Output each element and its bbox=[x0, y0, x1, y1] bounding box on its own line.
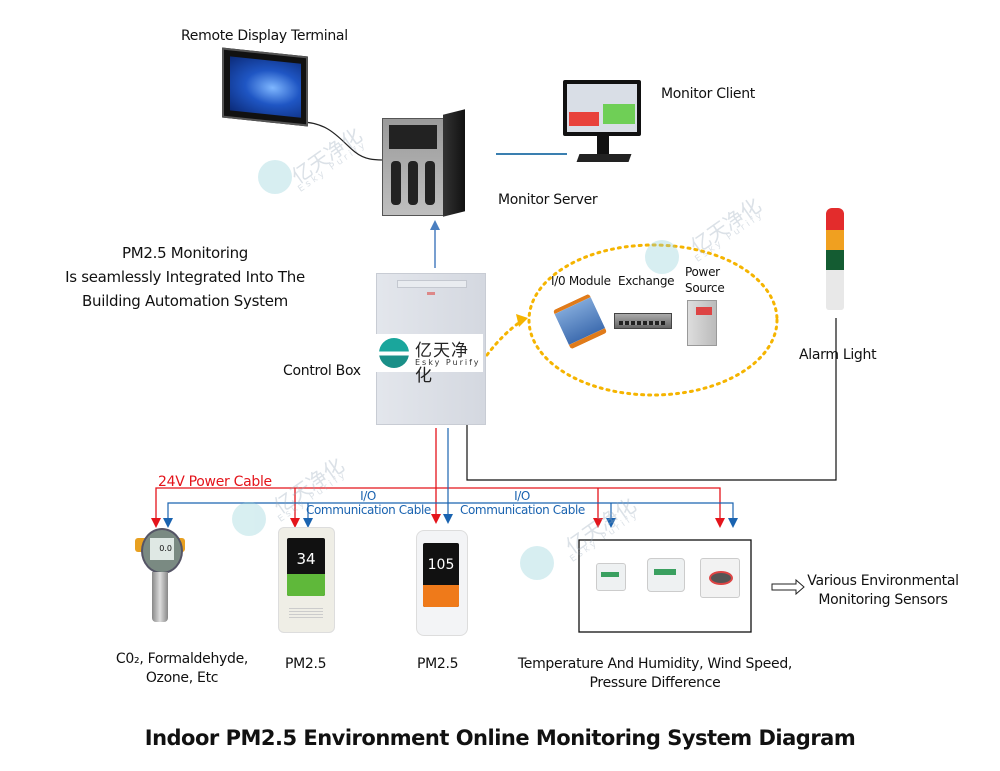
power-cable-main bbox=[155, 487, 721, 522]
io-cable-label-left-2: Communication Cable bbox=[306, 503, 431, 517]
control-box-indicator bbox=[427, 292, 435, 295]
exchange-label: Exchange bbox=[618, 274, 675, 288]
gas-detector-label: C0₂, Formaldehyde, Ozone, Etc bbox=[112, 650, 252, 688]
env-sensor-wind-speed[interactable] bbox=[647, 558, 685, 592]
pm25-sensor-a[interactable]: 34 bbox=[278, 527, 335, 633]
control-box-lid bbox=[397, 280, 467, 288]
io-arrowheads bbox=[163, 514, 738, 528]
network-switch[interactable] bbox=[614, 313, 672, 329]
pm25-sensor-b-label: PM2.5 bbox=[417, 656, 459, 672]
power-source-label: Power Source bbox=[685, 264, 725, 296]
intro-line-1: PM2.5 Monitoring bbox=[121, 244, 249, 262]
alarm-light-link bbox=[466, 318, 837, 481]
remote-display-screen bbox=[230, 56, 301, 118]
control-box[interactable]: 亿天净化 Esky Purify bbox=[375, 273, 486, 425]
env-sensors-label-1: Temperature And Humidity, Wind Speed, bbox=[517, 656, 793, 672]
alarm-light[interactable] bbox=[826, 208, 844, 310]
gas-detector-label-2: Ozone, Etc bbox=[145, 670, 219, 686]
env-sensor-pressure-diff[interactable] bbox=[700, 558, 740, 598]
brand-logo: 亿天净化 Esky Purify bbox=[375, 334, 483, 386]
pm25-sensor-b[interactable]: 105 bbox=[416, 530, 468, 636]
monitor-client-stand bbox=[597, 136, 609, 154]
io-cable-label-left-1: I/O bbox=[360, 489, 376, 503]
brand-name-en: Esky Purify bbox=[415, 358, 481, 367]
alarm-light-green bbox=[826, 250, 844, 270]
io-cable-label-right: I/O Communication Cable bbox=[460, 489, 585, 517]
power-source-label-1: Power bbox=[685, 265, 720, 279]
alarm-light-label: Alarm Light bbox=[799, 347, 877, 363]
alarm-light-base bbox=[826, 270, 844, 310]
pm25-sensor-a-reading: 34 bbox=[296, 550, 316, 568]
alarm-light-red bbox=[826, 208, 844, 230]
control-box-label: Control Box bbox=[283, 363, 361, 379]
monitor-client-screen bbox=[567, 84, 637, 132]
box-server-arrowhead bbox=[430, 220, 440, 230]
intro-text: PM2.5 Monitoring Is seamlessly Integrate… bbox=[55, 241, 315, 313]
intro-line-3: Building Automation System bbox=[82, 292, 288, 310]
env-sensors-label-2: Pressure Difference bbox=[589, 675, 721, 691]
remote-display-label: Remote Display Terminal bbox=[181, 28, 348, 44]
pm25-sensor-b-reading: 105 bbox=[427, 557, 455, 573]
io-cable-main bbox=[167, 502, 734, 522]
server-slot bbox=[391, 161, 401, 205]
intro-line-2: Is seamlessly Integrated Into The bbox=[65, 268, 305, 286]
server-drive-bay bbox=[389, 125, 437, 149]
io-cable-label-right-2: Communication Cable bbox=[460, 503, 585, 517]
gas-detector[interactable]: 0.0 bbox=[135, 528, 185, 628]
monitor-server-label: Monitor Server bbox=[498, 192, 598, 208]
gas-detector-label-1: C0₂, Formaldehyde, bbox=[115, 651, 249, 667]
hollow-arrow-icon bbox=[771, 578, 805, 596]
alarm-light-amber bbox=[826, 230, 844, 250]
remote-display-terminal[interactable] bbox=[222, 47, 308, 127]
component-group-outline bbox=[527, 243, 779, 397]
brand-logo-icon bbox=[379, 338, 409, 368]
various-sensors-label-2: Monitoring Sensors bbox=[818, 592, 948, 608]
various-sensors-label-1: Various Environmental bbox=[807, 573, 959, 589]
brand-name-cn: 亿天净化 bbox=[415, 341, 469, 386]
power-source-label-2: Source bbox=[685, 281, 725, 295]
monitor-client-base bbox=[576, 154, 632, 162]
env-sensors-label: Temperature And Humidity, Wind Speed, Pr… bbox=[505, 655, 805, 693]
diagram-title: Indoor PM2.5 Environment Online Monitori… bbox=[144, 726, 856, 750]
monitor-server[interactable] bbox=[382, 118, 444, 216]
pm25-sensor-a-label: PM2.5 bbox=[285, 656, 327, 672]
io-cable-label-right-1: I/O bbox=[514, 489, 530, 503]
gas-detector-reading: 0.0 bbox=[150, 538, 174, 560]
env-sensors-frame bbox=[578, 539, 752, 633]
component-group-arrowhead bbox=[516, 314, 528, 327]
monitor-client-label: Monitor Client bbox=[661, 86, 755, 102]
server-slot bbox=[408, 161, 418, 205]
monitor-client[interactable] bbox=[563, 80, 641, 136]
power-supply[interactable] bbox=[687, 300, 717, 346]
io-cable-label-left: I/O Communication Cable bbox=[306, 489, 431, 517]
server-side-panel bbox=[443, 109, 465, 217]
env-sensor-temp-humidity[interactable] bbox=[596, 563, 626, 591]
power-cable-label: 24V Power Cable bbox=[158, 474, 272, 490]
io-module-label: I/0 Module bbox=[551, 274, 611, 288]
various-sensors-label: Various Environmental Monitoring Sensors bbox=[803, 572, 963, 610]
power-arrowheads bbox=[151, 514, 725, 528]
component-group-pointer bbox=[485, 320, 522, 357]
server-slot bbox=[425, 161, 435, 205]
